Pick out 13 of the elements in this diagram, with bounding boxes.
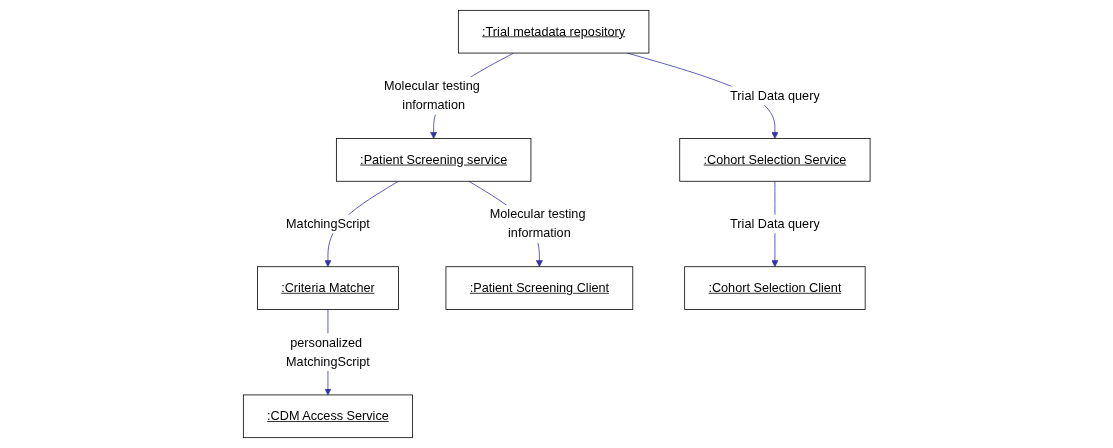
node-box: :Trial metadata repository bbox=[457, 9, 650, 54]
edge-label: Molecular testing information bbox=[489, 207, 586, 240]
node-box: :Criteria Matcher bbox=[256, 266, 399, 310]
node-box: :Patient Screening service bbox=[335, 138, 532, 182]
edge-label: personalized MatchingScript bbox=[285, 335, 370, 369]
node-box: :Cohort Selection Service bbox=[679, 138, 871, 182]
edge-label: Trial Data query bbox=[729, 88, 820, 103]
edge-label: Molecular testing information bbox=[383, 79, 480, 112]
edge-label: Trial Data query bbox=[729, 216, 820, 231]
edge-label: MatchingScript bbox=[285, 216, 370, 231]
node-box: :Patient Screening Client bbox=[445, 266, 633, 310]
node-box: :CDM Access Service bbox=[242, 394, 413, 439]
node-box: :Cohort Selection Client bbox=[684, 266, 866, 310]
